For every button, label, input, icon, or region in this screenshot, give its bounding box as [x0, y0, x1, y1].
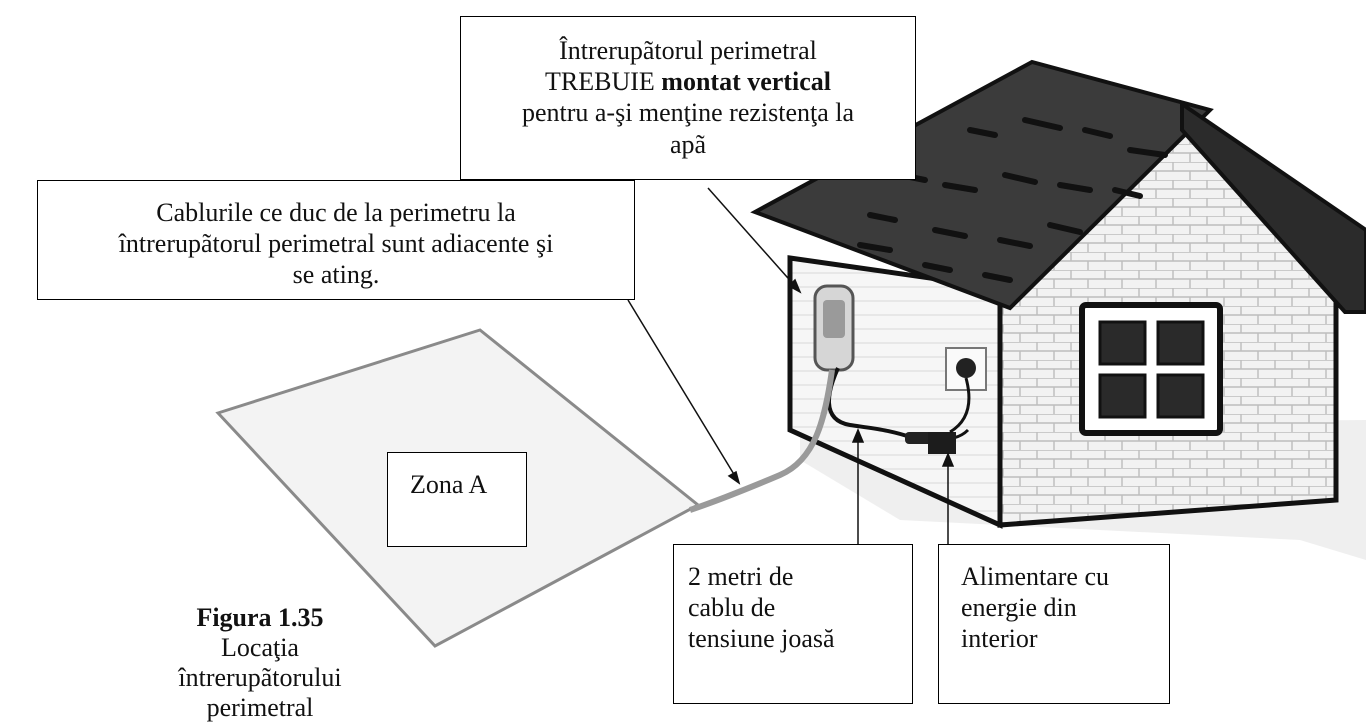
callout-line: se ating.: [292, 260, 380, 290]
callout-line: interior: [961, 624, 1038, 654]
callout-line: 2 metri de: [688, 562, 794, 591]
zone-a-label: Zona A: [387, 452, 527, 547]
callout-line: Întrerupãtorul perimetral: [559, 36, 817, 65]
window-icon: [1079, 302, 1223, 436]
power-adapter-icon: [928, 432, 956, 454]
figure-caption-text: perimetral: [206, 692, 314, 722]
figure-label: Figura 1.35: [196, 603, 324, 632]
callout-line: cablu de: [688, 593, 776, 623]
callout-cables: Cablurile ce duc de la perimetru la într…: [37, 180, 635, 300]
figure-caption: Figura 1.35 Locaţia întrerupãtorului per…: [150, 603, 370, 723]
callout-indoor-power: Alimentare cu energie din interior: [938, 544, 1170, 704]
figure-caption-text: Locaţia întrerupãtorului: [178, 632, 342, 692]
callout-line: apã: [669, 129, 707, 159]
perimeter-switch-icon: [813, 284, 855, 372]
callout-vertical-mount: Întrerupãtorul perimetral TREBUIE montat…: [460, 16, 916, 180]
callout-line: TREBUIE montat vertical: [545, 67, 831, 97]
callout-line: energie din: [961, 593, 1077, 623]
callout-line: Alimentare cu: [961, 562, 1109, 591]
house-illustration: [215, 59, 1366, 648]
callout-line: Cablurile ce duc de la perimetru la: [156, 198, 516, 227]
callout-line: pentru a-şi menţine rezistenţa la: [521, 98, 855, 128]
perimeter-wire: [689, 369, 835, 513]
callout-line: întrerupãtorul perimetral sunt adiacente…: [118, 229, 554, 259]
callout-low-voltage-cable: 2 metri de cablu de tensiune joasă: [673, 544, 913, 704]
callout-line: tensiune joasă: [688, 624, 835, 654]
emphasis-text: montat vertical: [661, 67, 831, 97]
